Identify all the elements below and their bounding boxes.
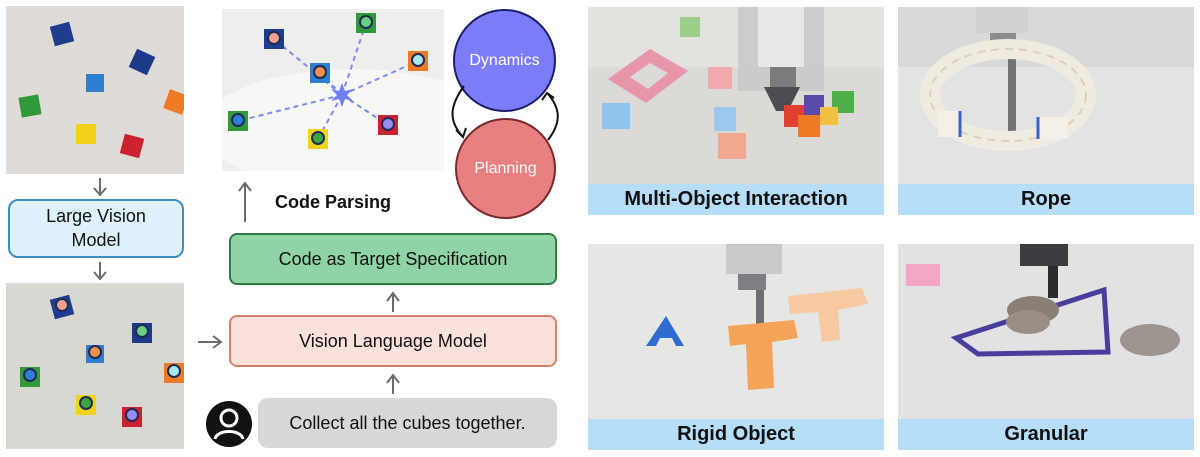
cube	[76, 124, 96, 144]
vision-language-model-box: Vision Language Model	[229, 315, 557, 367]
cycle-arrows	[451, 85, 559, 141]
user-avatar-icon	[206, 401, 252, 447]
cube	[86, 74, 104, 92]
multi-object-caption: Multi-Object Interaction	[588, 184, 884, 215]
cube	[128, 48, 156, 76]
arrow-up-icon	[386, 291, 400, 312]
granular-caption: Granular	[898, 419, 1194, 450]
code-parsing-scene	[222, 9, 444, 171]
rope-label: Rope	[1021, 188, 1071, 210]
arrow-down-icon	[93, 262, 107, 281]
cube	[18, 94, 42, 118]
planning-label: Planning	[474, 159, 537, 177]
dynamics-circle: Dynamics	[453, 9, 556, 112]
large-vision-model-label: Large Vision Model	[46, 206, 146, 250]
granular-photo	[898, 244, 1194, 419]
raw-scene-photo	[6, 6, 184, 174]
dynamics-label: Dynamics	[469, 51, 540, 69]
arrow-right-icon	[198, 335, 223, 349]
vision-language-model-label: Vision Language Model	[299, 330, 487, 351]
rigid-object-caption: Rigid Object	[588, 419, 884, 450]
instruction-bubble: Collect all the cubes together.	[258, 398, 557, 448]
annotated-scene-photo	[6, 283, 184, 449]
code-parsing-label: Code Parsing	[275, 192, 392, 212]
large-vision-model-box: Large Vision Model	[8, 199, 184, 258]
granular-label: Granular	[1004, 423, 1088, 445]
rope-photo	[898, 7, 1194, 184]
instruction-text: Collect all the cubes together.	[289, 412, 526, 433]
multi-object-photo	[588, 7, 884, 184]
code-as-target-label: Code as Target Specification	[278, 248, 508, 269]
rigid-object-photo	[588, 244, 884, 419]
cube	[119, 133, 145, 159]
code-as-target-box: Code as Target Specification	[229, 233, 557, 285]
planning-circle: Planning	[455, 118, 556, 219]
multi-object-label: Multi-Object Interaction	[624, 188, 848, 210]
arrow-up-icon	[386, 373, 400, 394]
rope-caption: Rope	[898, 184, 1194, 215]
rigid-object-label: Rigid Object	[677, 423, 795, 445]
cube	[163, 89, 184, 115]
cube	[49, 21, 75, 47]
arrow-up-icon	[238, 181, 252, 222]
arrow-down-icon	[93, 178, 107, 197]
